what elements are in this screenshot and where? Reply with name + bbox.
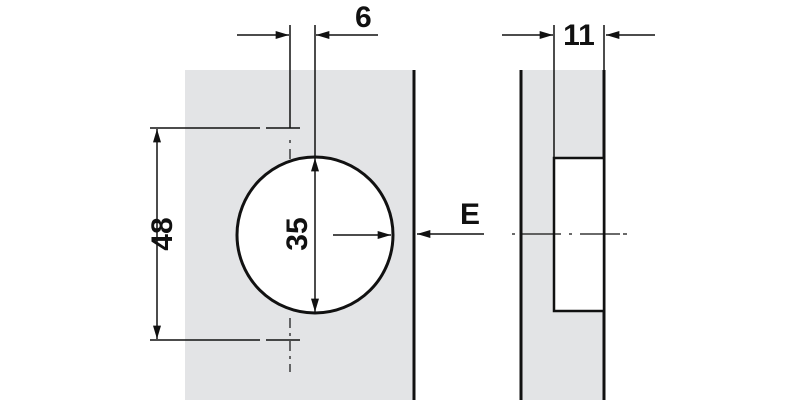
depth-label: 11 <box>563 19 595 52</box>
offset-label: 6 <box>355 1 372 34</box>
edge-label: E <box>460 198 480 231</box>
diameter-label: 35 <box>281 217 314 250</box>
height-label: 48 <box>146 217 179 250</box>
